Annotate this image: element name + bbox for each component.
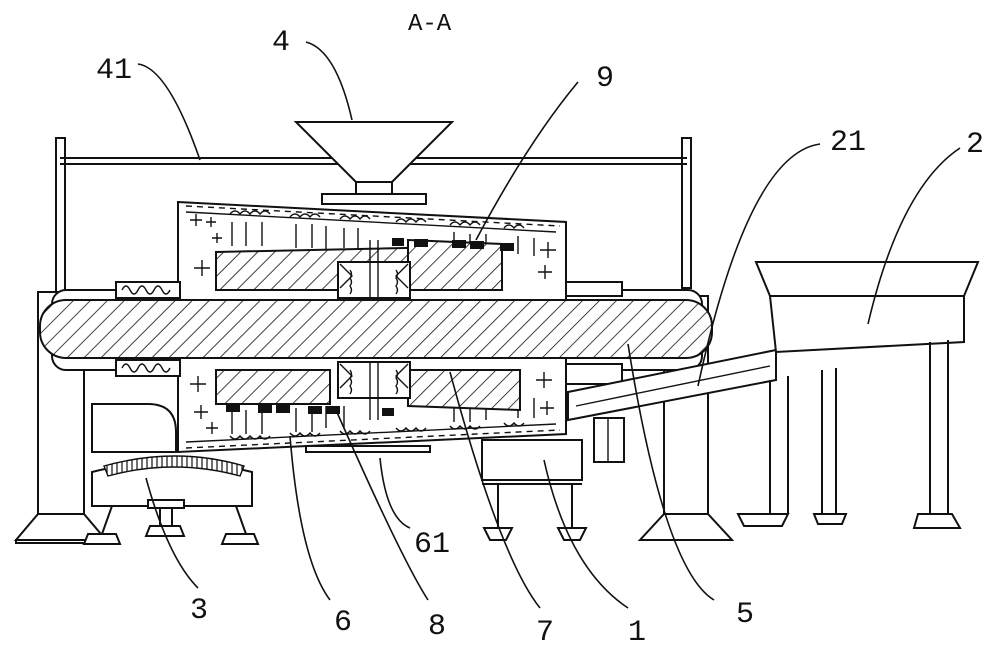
callout-41: 41 [96,54,132,88]
fan-assembly [82,403,260,545]
cutter-row-bottom [226,404,394,416]
callout-2: 2 [966,128,984,162]
leader-lines [137,41,961,609]
callout-61: 61 [414,528,450,562]
callout-3: 3 [190,594,208,628]
callout-21: 21 [830,126,866,160]
callout-4: 4 [272,26,290,60]
right-bearing [565,281,623,385]
cutter-row-top [392,238,514,251]
callout-1: 1 [628,616,646,650]
feed-hopper [293,121,455,205]
section-title: A-A [408,11,452,38]
callout-labels: 4 41 9 21 2 61 3 6 8 7 1 5 [96,26,984,650]
callout-5: 5 [736,598,754,632]
callout-7: 7 [536,616,554,650]
main-shaft [39,299,713,359]
collection-bin [736,261,980,529]
bearing-springs [115,281,181,377]
callout-9: 9 [596,62,614,96]
motor [481,417,625,541]
discharge-band [305,445,431,453]
rotor-lower [215,369,521,412]
discharge-chute [567,348,777,422]
callout-6: 6 [334,606,352,640]
callout-8: 8 [428,610,446,644]
central-hub [337,240,411,420]
